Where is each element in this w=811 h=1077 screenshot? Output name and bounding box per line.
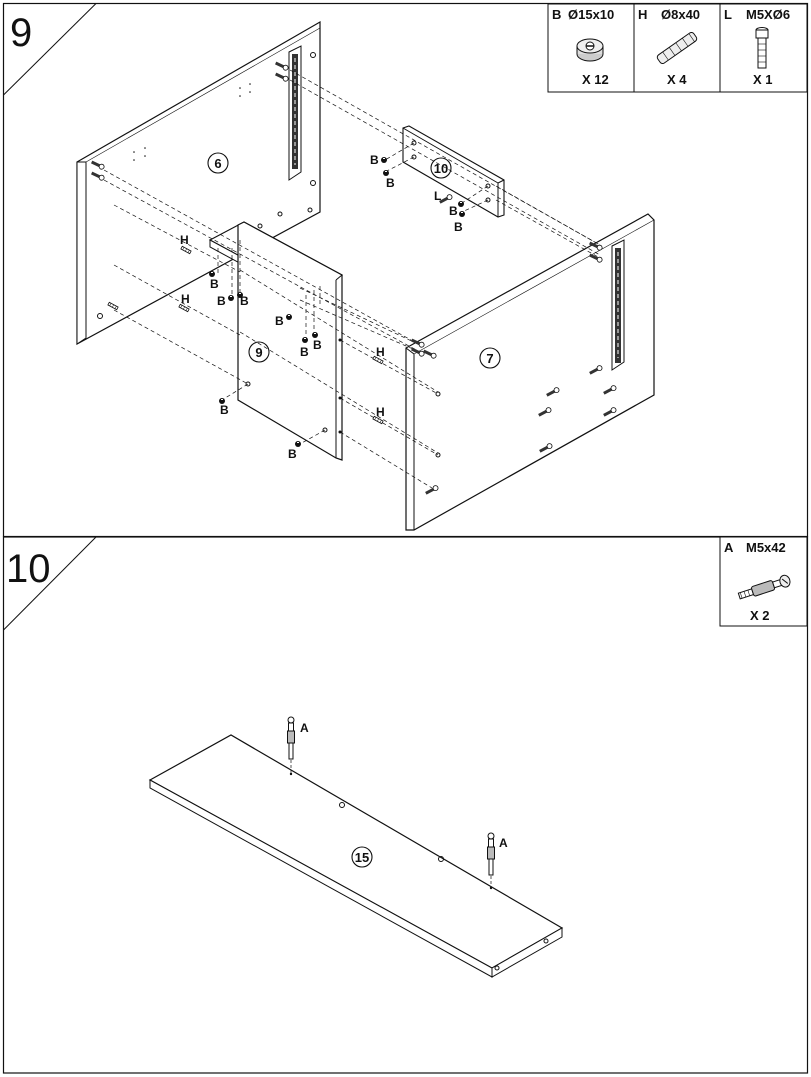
hardware-h-code: H — [638, 7, 647, 22]
step-10-frame — [2, 536, 809, 1074]
drawer-runner-left — [288, 45, 302, 181]
label-l: L — [434, 189, 441, 203]
panel-9-number: 9 — [255, 345, 262, 360]
step-9-corner-diagonal — [3, 3, 97, 96]
hardware-h-qty: X 4 — [667, 72, 687, 87]
panel-7-number: 7 — [486, 351, 493, 366]
hardware-l-cell: L M5XØ6 X 1 — [724, 7, 790, 87]
label-h: H — [376, 345, 385, 359]
panel-15: 15 — [148, 734, 564, 978]
label-b: B — [300, 345, 309, 359]
label-b: B — [275, 314, 284, 328]
hardware-b-qty: X 12 — [582, 72, 609, 87]
label-a: A — [300, 721, 309, 735]
drawer-runner-right — [611, 239, 625, 371]
wooden-dowel-icon — [656, 31, 698, 65]
label-b: B — [386, 176, 395, 190]
label-a: A — [499, 836, 508, 850]
label-b: B — [220, 403, 229, 417]
hardware-l-code: L — [724, 7, 732, 22]
label-h: H — [376, 405, 385, 419]
connecting-bolt-icon — [487, 832, 495, 876]
label-b: B — [313, 338, 322, 352]
hardware-b-spec: Ø15x10 — [568, 7, 614, 22]
step-9-number: 9 — [10, 11, 32, 55]
cam-screw-icon — [755, 27, 769, 69]
label-b: B — [240, 294, 249, 308]
step-10-number: 10 — [6, 547, 51, 591]
hardware-b-code: B — [552, 7, 561, 22]
panel-7: 7 — [405, 213, 655, 531]
hardware-a-spec: M5x42 — [746, 540, 786, 555]
label-b: B — [449, 204, 458, 218]
panel-6-number: 6 — [214, 156, 221, 171]
label-b: B — [370, 153, 379, 167]
step-10-bolts: A A — [287, 716, 508, 888]
step-9-assembly-guides — [103, 69, 601, 489]
step-10-section: 10 A M5x42 X 2 — [2, 536, 809, 1074]
label-h: H — [180, 233, 189, 247]
hardware-a-code: A — [724, 540, 734, 555]
panel-10: 10 — [402, 125, 505, 218]
step-10-hardware-legend: A M5x42 X 2 — [719, 536, 808, 627]
step-9-hardware-legend: B Ø15x10 X 12 H Ø8x40 — [547, 3, 808, 93]
cam-lock-icon — [576, 38, 604, 62]
label-b: B — [288, 447, 297, 461]
label-b: B — [210, 277, 219, 291]
step-10-corner-diagonal — [3, 536, 97, 631]
label-h: H — [181, 292, 190, 306]
connecting-bolt-icon — [737, 574, 791, 600]
panel-15-number: 15 — [355, 850, 369, 865]
step-9-section: 9 B Ø15x10 X 12 H — [2, 2, 809, 538]
connecting-bolt-icon — [287, 716, 295, 760]
hardware-b-cell: B Ø15x10 X 12 — [552, 7, 614, 87]
panel-10-number: 10 — [434, 161, 448, 176]
label-b: B — [454, 220, 463, 234]
panel-6: 6 — [76, 20, 321, 346]
hardware-h-cell: H Ø8x40 X 4 — [638, 7, 700, 87]
hardware-l-spec: M5XØ6 — [746, 7, 790, 22]
panel-9: 9 — [237, 221, 343, 461]
label-b: B — [217, 294, 226, 308]
step-9-callout-labels: B B L B B H H B B B B B B H H B B — [180, 153, 463, 461]
hardware-l-qty: X 1 — [753, 72, 773, 87]
hardware-a-qty: X 2 — [750, 608, 770, 623]
hardware-h-spec: Ø8x40 — [661, 7, 700, 22]
